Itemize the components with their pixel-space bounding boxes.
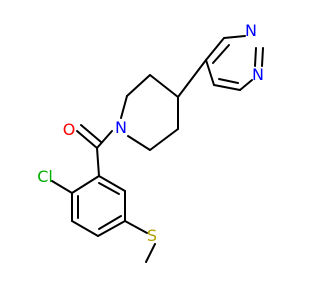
- bond: [96, 130, 113, 149]
- bond: [98, 215, 122, 230]
- atom-label-cl: Cl: [37, 167, 53, 186]
- bond: [124, 220, 148, 234]
- bond: [96, 147, 100, 177]
- bond: [145, 243, 156, 263]
- bond: [97, 220, 126, 237]
- bond: [71, 175, 100, 194]
- bond: [261, 47, 264, 67]
- bond: [127, 135, 151, 151]
- bond: [212, 44, 230, 64]
- bond: [98, 175, 126, 192]
- bond: [223, 35, 246, 39]
- atom-label-n3: N: [115, 118, 127, 137]
- bond: [149, 74, 179, 98]
- bond: [205, 59, 215, 86]
- bond: [177, 59, 207, 98]
- bond: [213, 84, 241, 91]
- bond: [254, 47, 257, 67]
- bond: [76, 130, 98, 149]
- bond: [126, 74, 151, 97]
- bond: [218, 78, 239, 84]
- bond: [120, 95, 128, 119]
- atom-label-n1: N: [245, 21, 257, 40]
- atom-label-o: O: [63, 120, 76, 139]
- atom-labels: N N O N Cl S: [37, 21, 264, 245]
- bond: [149, 128, 179, 151]
- atom-label-s: S: [147, 226, 157, 245]
- atom-label-n2: N: [252, 65, 264, 84]
- structure-canvas: N N O N Cl S: [37, 21, 264, 263]
- bonds: [51, 35, 264, 263]
- bond: [239, 79, 253, 91]
- bond: [98, 182, 120, 195]
- bond: [80, 124, 102, 143]
- bond: [71, 220, 99, 237]
- molecule-diagram: N N O N Cl S: [37, 21, 264, 263]
- bond: [205, 37, 225, 61]
- bond: [51, 180, 73, 194]
